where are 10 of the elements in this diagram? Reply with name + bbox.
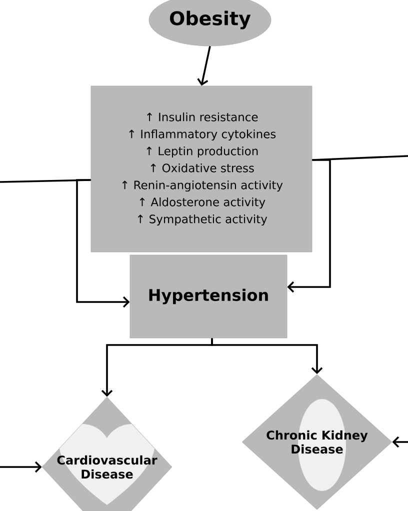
arrow bbox=[197, 46, 211, 86]
arrow bbox=[392, 436, 408, 448]
arrow bbox=[287, 159, 331, 293]
process-box: ↑ Insulin resistance ↑ Inflammatory cytokines ↑ Leptin production ↑ Oxidative stress ↑ Renin-angiotensin activity ↑ Aldosterone activity ↑ Sympathetic activity bbox=[90, 86, 312, 252]
process-box: Hypertension bbox=[130, 254, 288, 338]
arrow bbox=[0, 461, 42, 473]
arrow bbox=[211, 338, 323, 374]
diamond-node: Cardiovascular Disease bbox=[42, 396, 172, 511]
arrow bbox=[76, 179, 130, 308]
diamond-node: Chronic Kidney Disease bbox=[242, 374, 392, 510]
